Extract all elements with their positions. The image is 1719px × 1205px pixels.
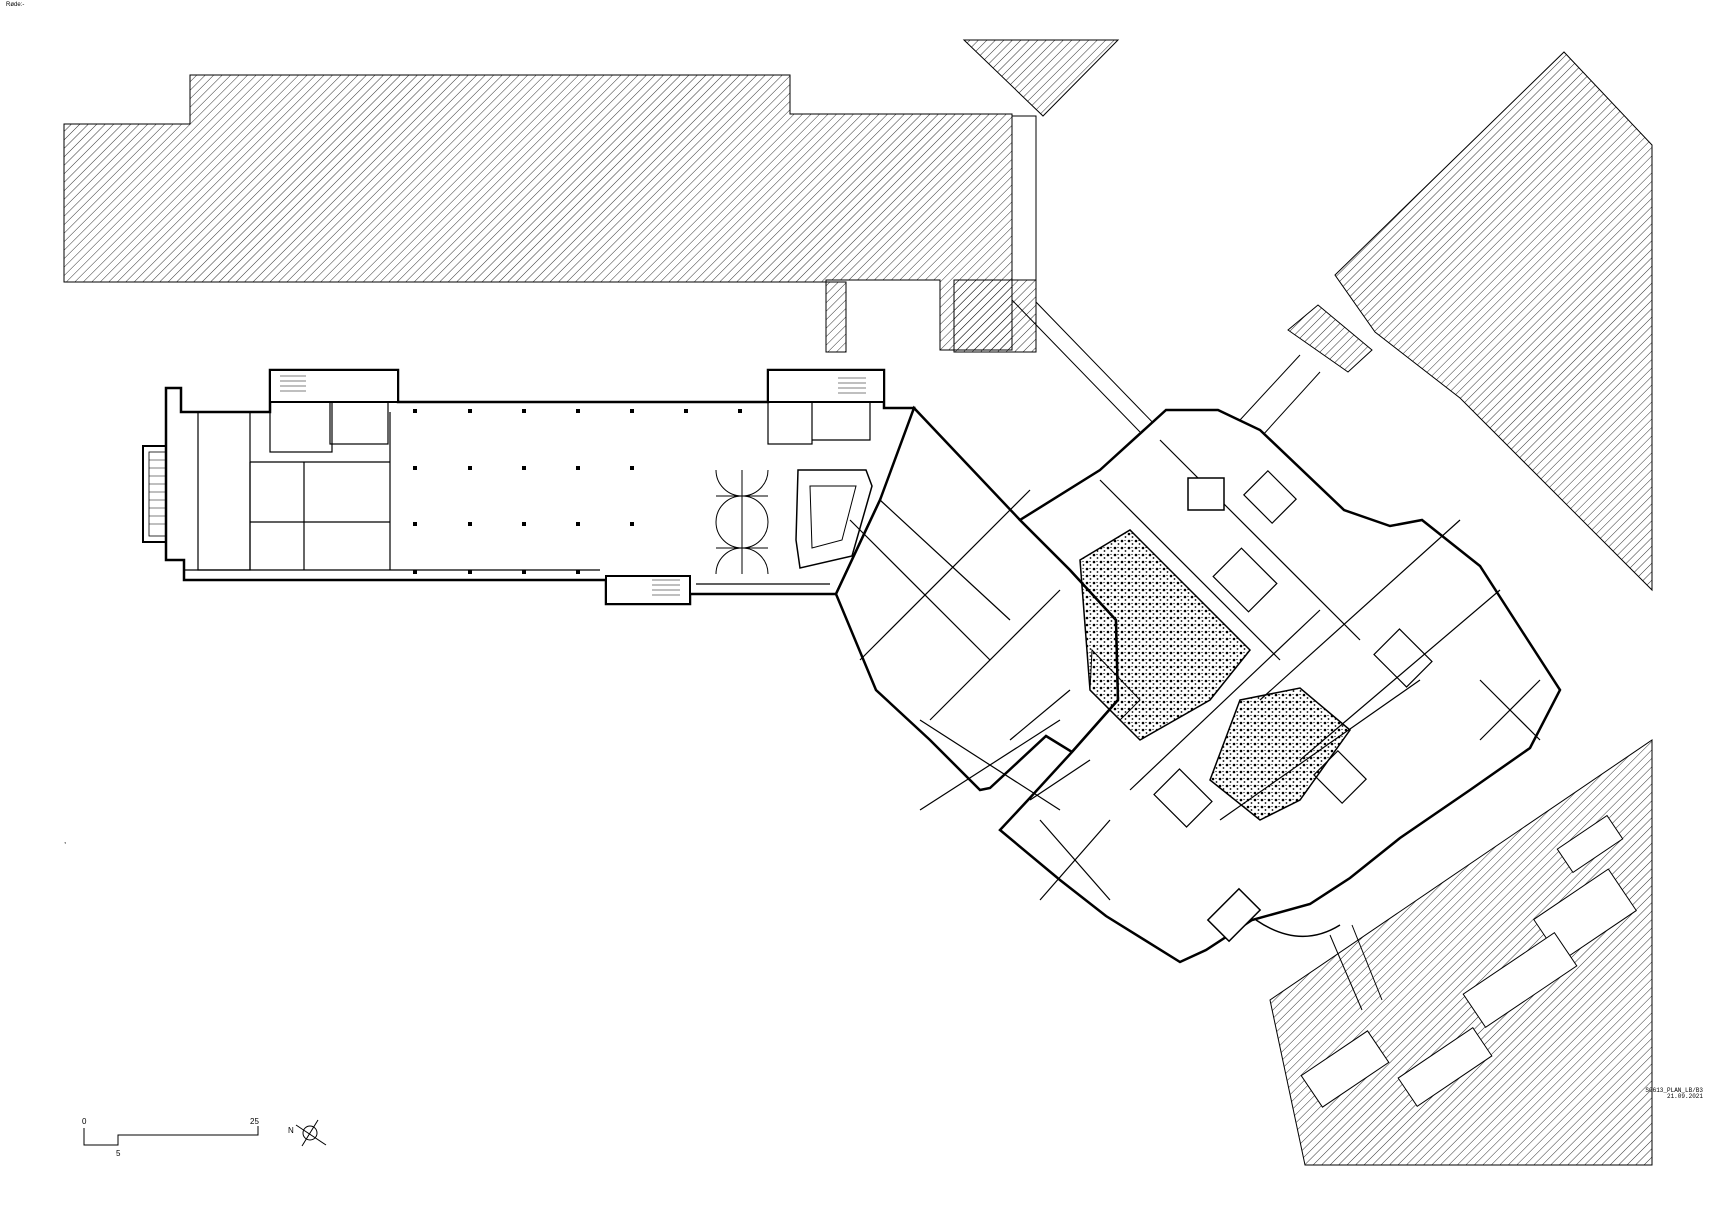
courtyard-south <box>1209 687 1352 821</box>
courtyard-north-terrace <box>1089 648 1141 721</box>
scale-bar-mid: 5 <box>116 1149 121 1158</box>
north-arrow-label: N <box>288 1126 294 1135</box>
neighbour-building-north-west <box>63 74 1013 353</box>
scale-bar: 0 5 25 <box>82 1117 259 1158</box>
drawing-code-block: S0613_PLAN_LB/B3 21.09.2021 <box>1645 1088 1703 1100</box>
drawing-code: S0613_PLAN_LB/B3 <box>1645 1087 1703 1094</box>
neighbour-building-north-east <box>1334 51 1653 592</box>
stair-north-east <box>1187 477 1225 511</box>
sheet-header-mark: Røde:- <box>6 2 25 8</box>
entrance-canopy <box>1255 919 1341 937</box>
neighbour-triangle-north <box>962 39 1120 117</box>
stair-south-east <box>1206 887 1262 943</box>
drawing-date: 21.09.2021 <box>1666 1093 1703 1100</box>
connector-corridors <box>1011 115 1383 1011</box>
north-arrow: N <box>288 1119 327 1147</box>
neighbour-bridge-link <box>1287 304 1373 373</box>
neighbour-south-east-outlines <box>1300 814 1637 1108</box>
neighbour-building-annex <box>953 279 1037 353</box>
north-core-east <box>767 369 885 403</box>
entrance-revolving-doors <box>715 469 769 575</box>
west-wing-outline <box>164 368 916 606</box>
scale-bar-end: 25 <box>250 1117 259 1126</box>
courtyard-gardens <box>1079 529 1352 821</box>
atrium-spiral-stair <box>795 469 873 569</box>
west-wing <box>142 368 916 606</box>
margin-mark: , <box>64 836 66 845</box>
scale-bar-start: 0 <box>82 1117 87 1126</box>
